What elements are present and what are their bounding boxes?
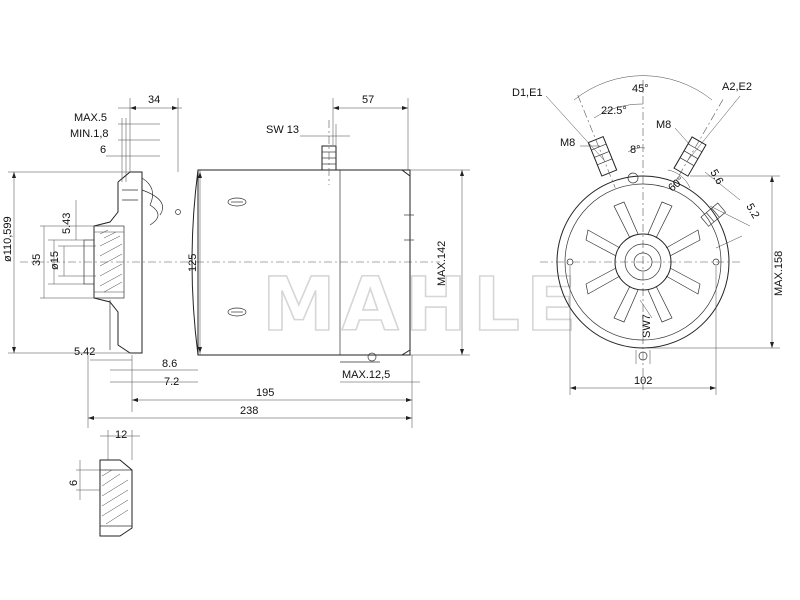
angle-22-5: 22.5° <box>601 105 627 117</box>
angle-60: 60° <box>666 174 686 194</box>
body-rear-cap <box>401 169 411 356</box>
dim-5-2: 5.2 <box>743 202 761 221</box>
body-bolt-top <box>227 197 247 207</box>
label-a2-e2: A2,E2 <box>722 81 752 93</box>
end-arrowheads <box>570 176 774 390</box>
hub-inner <box>624 243 662 281</box>
dim-195: 195 <box>256 387 274 399</box>
label-m8-right: M8 <box>656 119 671 131</box>
angle-8: 8° <box>630 144 641 156</box>
bottom-terminal <box>340 352 380 363</box>
dim-35: 35 <box>31 254 43 266</box>
label-m8-left: M8 <box>560 137 575 149</box>
dim-125: 125 <box>187 254 199 272</box>
terminal-stud <box>321 120 337 185</box>
watermark: MAHLE <box>262 262 583 348</box>
arc-22-5 <box>593 103 644 119</box>
bolt-hole-top <box>627 172 639 184</box>
terminal-left <box>577 94 618 188</box>
dim-sw7: SW7 <box>641 314 653 338</box>
side-dimension-lines <box>8 98 470 428</box>
dim-dia15: ø15 <box>49 251 61 270</box>
end-view: D1,E1 A2,E2 45° 22.5° M8 M8 8° 60° 5.6 5… <box>512 75 785 395</box>
bolt-hole-bottom <box>638 351 648 361</box>
dim-dia110: ø110,599 <box>2 216 14 262</box>
dim-max158: MAX.158 <box>773 251 785 296</box>
dim-min1-8: MIN.1,8 <box>70 128 109 140</box>
dim-6: 6 <box>100 144 106 156</box>
spokes <box>585 201 701 323</box>
dim-34: 34 <box>148 94 160 106</box>
side-arrowheads <box>12 106 464 420</box>
end-dimension-lines <box>569 175 780 395</box>
bolt-hole-left <box>566 258 574 266</box>
end-leaders <box>545 95 751 319</box>
terminal-right <box>672 99 724 187</box>
dim-sw13: SW 13 <box>266 124 299 136</box>
dim-max5: MAX.5 <box>74 112 107 124</box>
body-bolt-bottom <box>227 307 247 317</box>
detail-view: 12 6 <box>68 429 140 537</box>
side-view: 34 57 MAX.5 MIN.1,8 6 SW 13 5.43 ø110,59… <box>2 94 470 428</box>
dim-57: 57 <box>362 94 374 106</box>
bolt-hole-right <box>712 258 720 266</box>
dim-5-6: 5.6 <box>707 168 725 187</box>
dim-8-6: 8.6 <box>162 358 177 370</box>
housing-inner <box>564 183 722 341</box>
dim-5-42: 5.42 <box>74 346 95 358</box>
hub-outer <box>614 233 672 291</box>
body-point <box>175 209 181 215</box>
arc-8 <box>627 147 646 153</box>
body-left-curve <box>191 169 199 356</box>
label-d1-e1: D1,E1 <box>512 87 543 99</box>
dim-max142: MAX.142 <box>436 241 448 286</box>
arc-45 <box>573 75 713 101</box>
dim-102: 102 <box>634 375 652 387</box>
terminal-side <box>700 202 727 227</box>
mounting-flange <box>83 171 163 354</box>
dim-7-2: 7.2 <box>164 376 179 388</box>
shaft <box>633 252 653 272</box>
dim-5-43: 5.43 <box>61 213 73 234</box>
dim-max12-5: MAX.12,5 <box>342 369 390 381</box>
dim-6-detail: 6 <box>68 480 80 486</box>
angle-45: 45° <box>632 83 649 95</box>
dim-12: 12 <box>115 429 127 441</box>
dim-238: 238 <box>240 405 258 417</box>
